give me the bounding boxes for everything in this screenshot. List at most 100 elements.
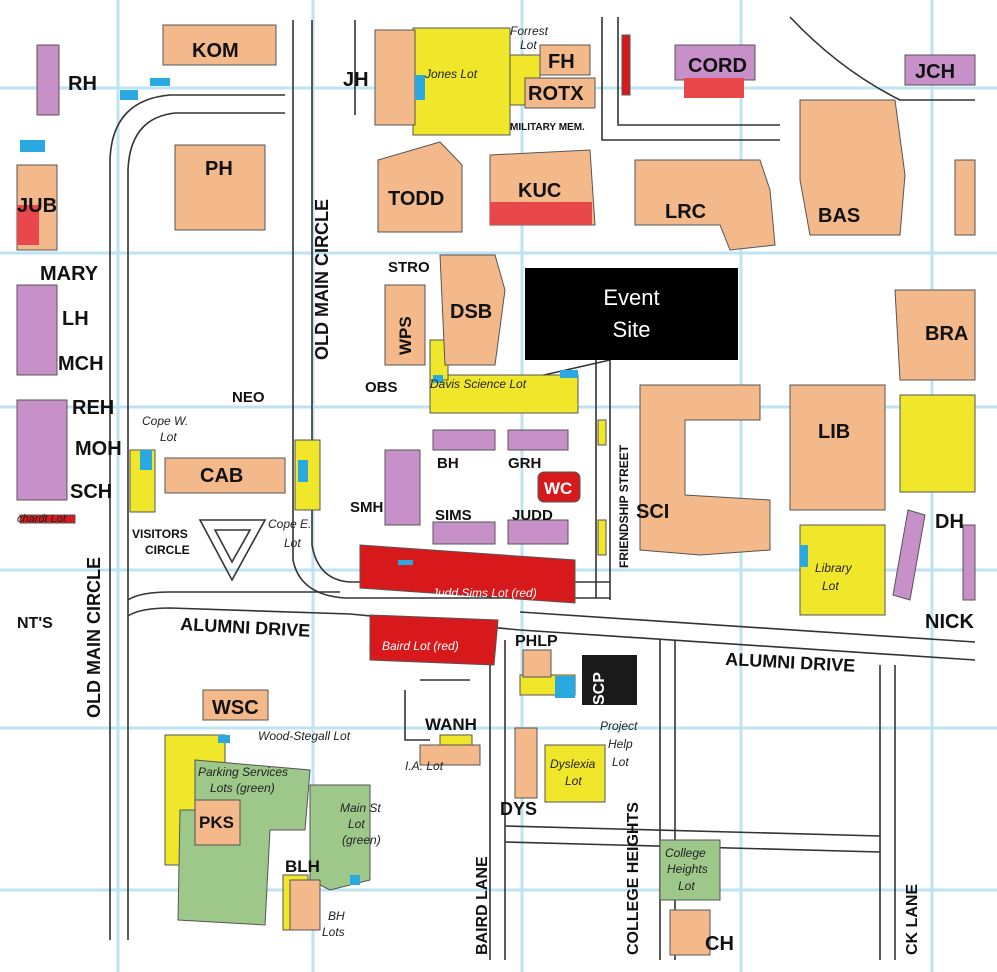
label-bra: BRA [925, 323, 968, 345]
label-bas: BAS [818, 205, 860, 227]
label-rotx: ROTX [528, 83, 584, 105]
building-labels: KOM RH JH FH ROTX CORD JCH PH JUB TODD K… [17, 40, 974, 955]
lot-college-heights-2: Heights [667, 862, 708, 876]
label-cord: CORD [688, 55, 747, 77]
lot-bh-2: Lots [322, 925, 345, 939]
label-phlp: PHLP [515, 633, 558, 650]
lot-forrest-2: Lot [520, 38, 537, 52]
label-smh: SMH [350, 499, 383, 516]
residence-buildings [16, 44, 976, 601]
label-dys: DYS [500, 799, 537, 819]
lot-davis-science: Davis Science Lot [430, 377, 527, 391]
lot-main-st-2: Lot [348, 817, 365, 831]
street-friendship: FRIENDSHIP STREET [617, 444, 631, 568]
accessible-parking-marks [20, 75, 808, 885]
lot-labels: Forrest Lot Jones Lot Davis Science Lot … [17, 24, 853, 939]
street-baird-lane: BAIRD LANE [474, 856, 491, 955]
label-nick: NICK [925, 611, 974, 633]
label-neo: NEO [232, 389, 265, 406]
street-visitors: VISITORS [132, 527, 188, 541]
label-stro: STRO [388, 259, 430, 276]
event-site-line2: Site [612, 317, 651, 342]
lot-schardt: chardt Lot [17, 513, 67, 525]
street-circle: CIRCLE [145, 543, 190, 557]
lot-ia: I.A. Lot [405, 759, 444, 773]
street-labels: ALUMNI DRIVE ALUMNI DRIVE VISITORS CIRCL… [132, 122, 856, 676]
lot-project-help-2: Help [608, 737, 633, 751]
label-lrc: LRC [665, 201, 706, 223]
label-dh: DH [935, 511, 964, 533]
lot-college-heights-1: College [665, 846, 706, 860]
lot-main-st-3: (green) [342, 833, 381, 847]
lot-dyslexia-1: Dyslexia [550, 757, 596, 771]
wc-building [537, 471, 581, 503]
lot-cope-w-1: Cope W. [142, 414, 188, 428]
lot-parking-services-2: Lots (green) [210, 781, 275, 795]
label-nts: NT'S [17, 615, 53, 632]
label-bh: BH [437, 455, 459, 472]
academic-buildings [16, 24, 976, 956]
lot-cope-e-2: Lot [284, 536, 301, 550]
label-cab: CAB [200, 465, 243, 487]
label-judd: JUDD [512, 507, 553, 524]
street-ck-lane: CK LANE [904, 884, 921, 955]
label-jh: JH [343, 69, 369, 91]
label-mary: MARY [40, 263, 99, 285]
label-reh: REH [72, 397, 114, 419]
label-ch: CH [705, 933, 734, 955]
label-wps: WPS [396, 316, 415, 355]
event-site-line1: Event [603, 285, 660, 310]
lot-project-help-3: Lot [612, 755, 629, 769]
label-kom: KOM [192, 40, 239, 62]
lot-forrest-1: Forrest [510, 24, 549, 38]
lot-bh-1: BH [328, 909, 345, 923]
street-alumni-drive-west: ALUMNI DRIVE [180, 614, 311, 641]
label-ph: PH [205, 158, 233, 180]
label-wanh: WANH [425, 715, 477, 734]
label-todd: TODD [388, 188, 444, 210]
label-grh: GRH [508, 455, 541, 472]
label-fh: FH [548, 51, 575, 73]
scp-building [582, 655, 637, 705]
label-wc: WC [544, 479, 572, 498]
label-jch: JCH [915, 61, 955, 83]
label-mch: MCH [58, 353, 104, 375]
label-obs: OBS [365, 379, 398, 396]
label-sims: SIMS [435, 507, 472, 524]
lot-wood-stegall: Wood-Stegall Lot [258, 729, 351, 743]
lot-cope-e-1: Cope E. [268, 517, 311, 531]
label-rh: RH [68, 73, 97, 95]
street-college-heights: COLLEGE HEIGHTS [625, 802, 642, 955]
label-dsb: DSB [450, 301, 492, 323]
lot-judd-sims: Judd Sims Lot (red) [431, 586, 537, 600]
lot-library-2: Lot [822, 579, 839, 593]
jub-red-section [17, 205, 39, 245]
red-lots [19, 34, 631, 666]
lot-parking-services-1: Parking Services [198, 765, 288, 779]
lot-library-1: Library [815, 561, 853, 575]
label-lib: LIB [818, 421, 850, 443]
lot-jones: Jones Lot [424, 67, 478, 81]
lot-project-help-1: Project [600, 719, 638, 733]
label-lh: LH [62, 308, 89, 330]
lot-dyslexia-2: Lot [565, 774, 582, 788]
kuc-red-section [490, 202, 592, 225]
label-moh: MOH [75, 438, 122, 460]
label-jub: JUB [17, 195, 57, 217]
lot-main-st-1: Main St [340, 801, 381, 815]
street-old-main-circle-north: OLD MAIN CIRCLE [312, 199, 332, 360]
label-wsc: WSC [212, 697, 259, 719]
label-blh: BLH [285, 857, 320, 876]
label-sch: SCH [70, 481, 112, 503]
label-scp: SCP [591, 672, 608, 705]
label-sci: SCI [636, 501, 669, 523]
lot-college-heights-3: Lot [678, 879, 695, 893]
label-pks: PKS [199, 813, 234, 832]
street-old-main-circle-west: OLD MAIN CIRCLE [84, 557, 104, 718]
roads [109, 16, 976, 960]
lot-cope-w-2: Lot [160, 430, 177, 444]
lot-baird: Baird Lot (red) [382, 639, 459, 653]
